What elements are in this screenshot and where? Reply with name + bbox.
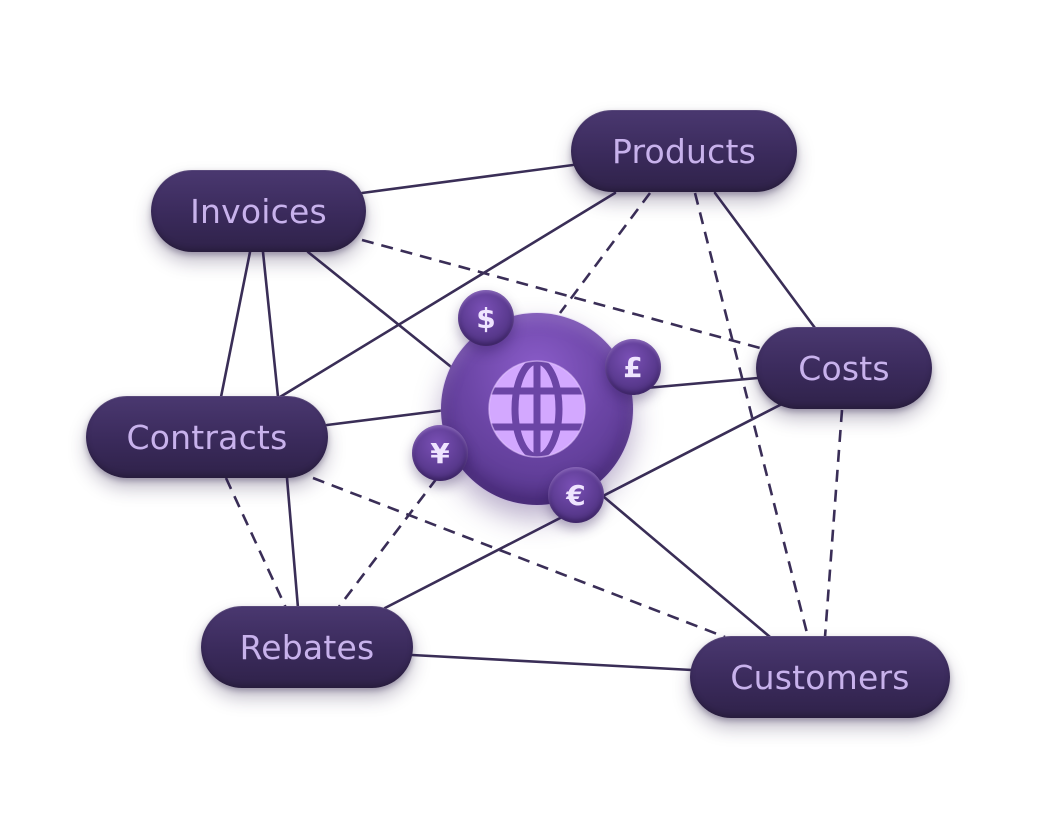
edge-contracts-rebates — [285, 476, 300, 610]
edge-invoices-hub — [306, 250, 457, 372]
node-products-label: Products — [611, 131, 757, 171]
globe-icon — [488, 360, 586, 458]
edge-contracts-customers-dashed — [312, 476, 726, 639]
euro-coin-icon: € — [548, 467, 604, 523]
node-invoices-label: Invoices — [190, 191, 327, 231]
node-contracts-label: Contracts — [126, 417, 288, 457]
node-costs: Costs — [756, 327, 932, 409]
node-invoices: Invoices — [151, 170, 366, 252]
node-rebates: Rebates — [201, 606, 413, 688]
edge-contracts-hub — [325, 408, 448, 427]
yen-coin-icon: ¥ — [412, 425, 468, 481]
edge-products-contracts — [278, 191, 617, 399]
pound-coin-icon: £ — [605, 339, 661, 395]
node-products: Products — [571, 110, 797, 192]
edge-invoices-contracts-a — [219, 250, 252, 399]
node-customers-label: Customers — [730, 657, 910, 697]
node-costs-label: Costs — [798, 348, 890, 388]
edge-contracts-rebates-dashed — [224, 477, 288, 609]
edge-products-customers-dashed — [693, 192, 810, 638]
edge-invoices-contracts-b — [261, 250, 280, 399]
edge-products-hub-dashed — [558, 192, 652, 314]
node-contracts: Contracts — [86, 396, 328, 478]
edge-hub-rebates-dashed — [336, 477, 439, 609]
edge-products-costs — [713, 191, 817, 330]
node-rebates-label: Rebates — [239, 627, 375, 667]
dollar-coin-icon: $ — [458, 290, 514, 346]
edge-invoices-products — [360, 163, 575, 195]
edge-rebates-customers — [410, 653, 694, 672]
edge-costs-customers-dashed — [823, 409, 844, 638]
edge-hub-costs — [644, 376, 760, 390]
node-customers: Customers — [690, 636, 950, 718]
edge-hub-customers — [602, 495, 772, 639]
edge-invoices-costs-dashed — [361, 238, 761, 350]
